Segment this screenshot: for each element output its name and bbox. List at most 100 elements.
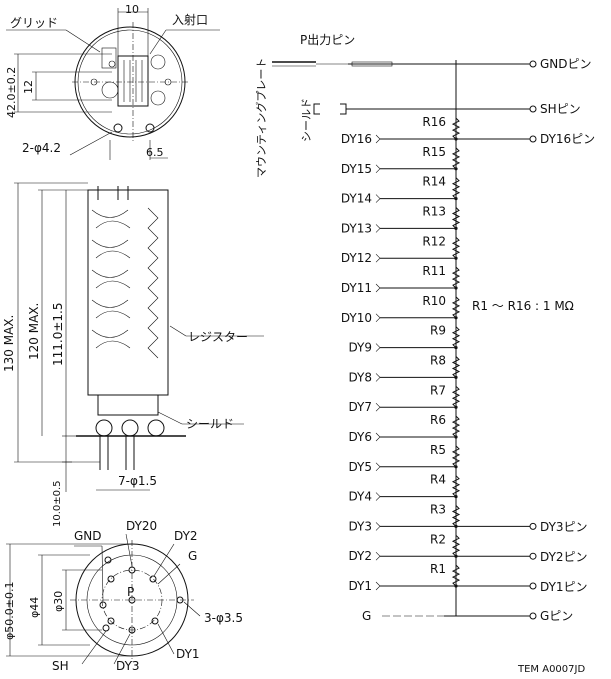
shield-label: シールド <box>186 417 234 431</box>
resistor-label: R4 <box>430 473 446 487</box>
dynode-row: DY7 <box>348 400 458 414</box>
mount-holes-dim: 3-φ3.5 <box>204 611 243 625</box>
dim-130-max: 130 MAX. <box>2 315 16 372</box>
resistor-label: R12 <box>422 234 446 248</box>
resistor-label: R1 <box>430 562 446 576</box>
dynode-symbol <box>375 373 381 382</box>
dy20-pin-label: DY20 <box>126 519 157 533</box>
dynode-label: DY13 <box>341 221 372 235</box>
resistor-label: R9 <box>430 324 446 338</box>
resistor-zigzag <box>451 445 461 468</box>
dynode-symbol <box>375 313 381 323</box>
top-view <box>6 8 220 160</box>
dynode-label: DY2 <box>348 549 372 563</box>
dynode-label: DY11 <box>341 281 372 295</box>
diameter-30-dim: φ30 <box>52 591 65 612</box>
resistor-zigzag <box>451 207 461 229</box>
resistor-label: R3 <box>430 503 446 517</box>
dynode-row: DY13 <box>341 221 458 235</box>
dynode-symbol <box>375 551 381 561</box>
resistor-zigzag <box>451 534 461 557</box>
mounting-plate-label: マウンティングプレート <box>254 58 268 178</box>
resistor-zigzag <box>451 117 461 140</box>
dynode-label: DY8 <box>348 370 372 384</box>
dynode-row: DY3 <box>348 519 458 533</box>
dynode-symbol <box>375 224 381 233</box>
pin-length-dim: 10.0±0.5 <box>52 480 63 527</box>
output-pin-terminal <box>529 552 537 560</box>
dynode-symbol <box>375 283 381 293</box>
resistor-label: R13 <box>422 205 446 219</box>
dynode-symbol <box>375 402 381 412</box>
grid-label: グリッド <box>10 16 58 30</box>
dynode-row: DY5 <box>348 460 458 474</box>
resistor-label: R15 <box>422 145 446 159</box>
resistor-label: R7 <box>430 383 446 397</box>
height-dim-42: 42.0±0.2 <box>5 67 18 118</box>
dynode-label: DY16 <box>341 132 372 146</box>
window-width-dim: 10 <box>125 3 139 16</box>
holes-dim: 2-φ4.2 <box>22 141 61 155</box>
dynode-symbol <box>375 432 381 442</box>
dynode-symbol <box>375 134 381 144</box>
dynode-symbol <box>375 343 381 352</box>
dy16-pin-output: DY16ピン <box>540 132 595 146</box>
g-input-label: G <box>362 609 371 623</box>
resistor-label: R11 <box>422 264 446 278</box>
p-output-pin-label: P出力ピン <box>300 33 355 47</box>
resistor-zigzag <box>451 356 461 378</box>
dynode-label: DY14 <box>341 192 372 206</box>
dy2-pin-output: DY2ピン <box>540 550 588 564</box>
height-dim-12: 12 <box>22 80 35 94</box>
resistor-zigzag <box>451 236 461 259</box>
resistor-zigzag <box>451 505 461 527</box>
gnd-pin-output: GNDピン <box>540 57 592 71</box>
dynode-row: DY11 <box>341 281 458 295</box>
resistor-zigzag <box>451 147 461 170</box>
dynode-row: DY9 <box>348 341 458 355</box>
dynode-row: DY12 <box>341 251 458 265</box>
dynode-symbol <box>375 253 381 263</box>
dy3-pin-label: DY3 <box>116 659 140 673</box>
output-pin-terminal <box>529 135 537 143</box>
dynode-symbol <box>375 522 381 531</box>
dynode-label: DY7 <box>348 400 372 414</box>
g-pin-label: G <box>188 549 197 563</box>
dynode-symbol <box>375 492 381 501</box>
sh-pin-output: SHピン <box>540 102 581 116</box>
resistor-zigzag <box>451 296 461 319</box>
g-pin-output: Gピン <box>540 609 573 623</box>
figure-id: TEM A0007JD <box>517 664 585 675</box>
resistor-zigzag <box>451 564 461 587</box>
dynode-symbol <box>375 164 381 174</box>
dynode-symbol <box>375 194 381 203</box>
offset-dim: 6.5 <box>146 146 164 159</box>
resistor-zigzag <box>451 177 461 200</box>
resistor-label: R10 <box>422 294 446 308</box>
dim-120-max: 120 MAX. <box>27 303 41 360</box>
dynode-row: DY10 <box>341 311 458 325</box>
dynode-row: DY2 <box>348 549 458 563</box>
dynode-rows: DY16DY15DY14DY13DY12DY11DY10DY9DY8DY7DY6… <box>341 132 537 593</box>
dynode-label: DY12 <box>341 251 372 265</box>
dynode-symbol <box>375 462 381 472</box>
dynode-row: DY15 <box>341 162 458 176</box>
sh-pin-label: SH <box>52 659 69 673</box>
dynode-row: DY16 <box>341 132 458 146</box>
resistor-zigzag <box>451 385 461 408</box>
dynode-label: DY1 <box>348 579 372 593</box>
resistor-label: R16 <box>422 115 446 129</box>
dynode-label: DY6 <box>348 430 372 444</box>
bottom-view <box>6 533 201 665</box>
diameter-44-dim: φ44 <box>28 597 41 618</box>
circuit-diagram: DY16DY15DY14DY13DY12DY11DY10DY9DY8DY7DY6… <box>272 60 537 620</box>
dynode-label: DY9 <box>348 341 372 355</box>
dy2-pin-label: DY2 <box>174 529 198 543</box>
dynode-label: DY5 <box>348 460 372 474</box>
resistor-label: レジスター <box>188 330 248 344</box>
resistance-note: R1 ～ R16 : 1 MΩ <box>472 299 574 313</box>
dynode-row: DY14 <box>341 192 458 206</box>
dynode-label: DY3 <box>348 519 372 533</box>
